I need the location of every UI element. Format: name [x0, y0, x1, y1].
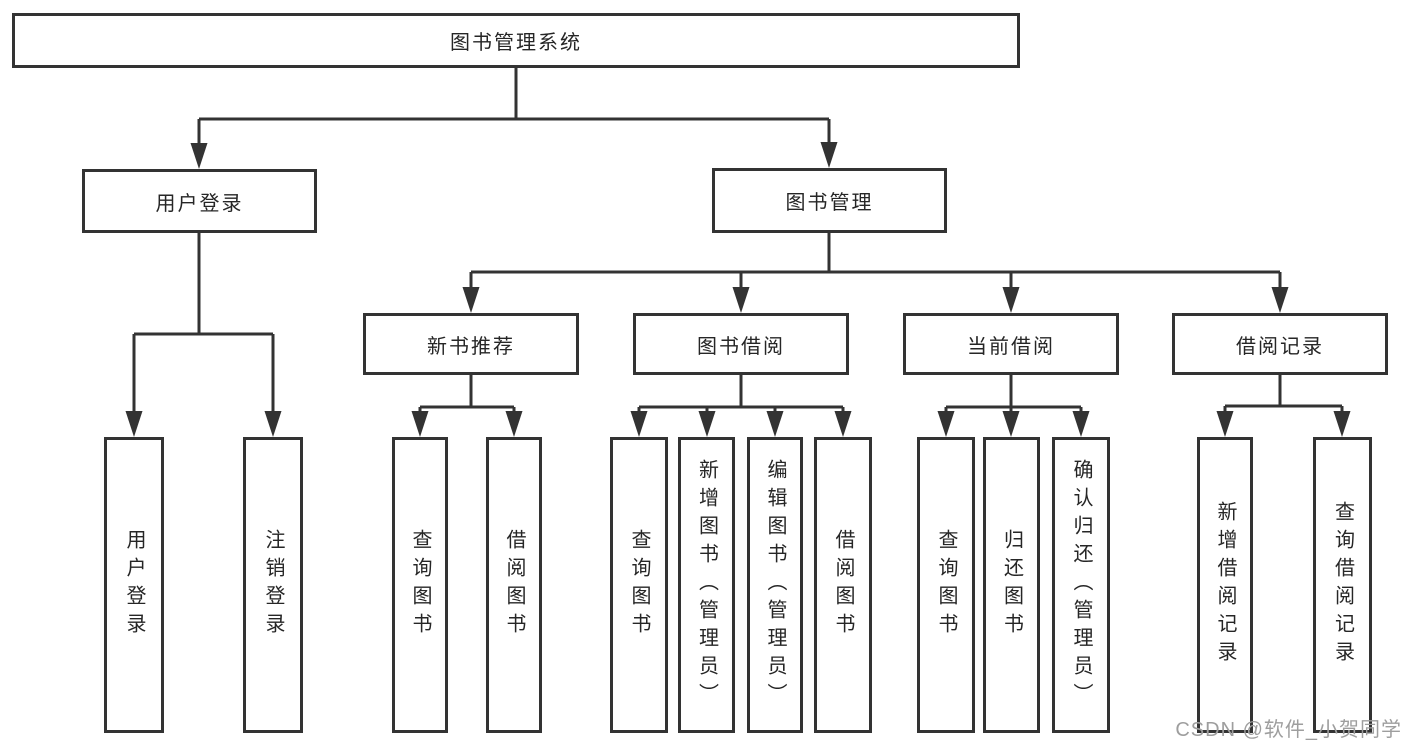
node-add-borrow-record: 新增借阅记录 — [1197, 437, 1253, 733]
node-label: 新增图书（管理员） — [695, 459, 718, 711]
node-label: 查询图书 — [409, 529, 431, 641]
node-borrowing-records: 借阅记录 — [1172, 313, 1388, 375]
arrowheads — [125, 142, 1351, 437]
node-query-borrow-record: 查询借阅记录 — [1313, 437, 1372, 733]
node-query-books-1: 查询图书 — [392, 437, 448, 733]
node-label: 归还图书 — [1000, 529, 1023, 641]
node-logout: 注销登录 — [243, 437, 303, 733]
node-query-books-3: 查询图书 — [917, 437, 975, 733]
node-label: 查询图书 — [935, 529, 957, 641]
node-label: 注销登录 — [262, 529, 284, 641]
node-edit-books-admin: 编辑图书（管理员） — [747, 437, 803, 733]
node-book-borrowing: 图书借阅 — [633, 313, 849, 375]
node-new-book-recommend: 新书推荐 — [363, 313, 579, 375]
node-current-borrowing: 当前借阅 — [903, 313, 1119, 375]
node-user-login-group: 用户登录 — [82, 169, 317, 233]
node-label: 用户登录 — [123, 529, 145, 641]
node-label: 查询图书 — [628, 529, 650, 641]
node-add-books-admin: 新增图书（管理员） — [678, 437, 735, 733]
node-label: 确认归还（管理员） — [1070, 459, 1092, 711]
node-label: 新增借阅记录 — [1214, 501, 1236, 669]
node-label: 查询借阅记录 — [1331, 501, 1354, 669]
csdn-watermark: CSDN @软件_小贺同学 — [1175, 719, 1402, 741]
node-confirm-return-admin: 确认归还（管理员） — [1052, 437, 1110, 733]
node-root-system: 图书管理系统 — [12, 13, 1020, 68]
node-user-login: 用户登录 — [104, 437, 164, 733]
node-book-management: 图书管理 — [712, 168, 947, 233]
node-label: 借阅图书 — [503, 529, 525, 641]
node-query-books-2: 查询图书 — [610, 437, 668, 733]
node-borrow-books-2: 借阅图书 — [814, 437, 872, 733]
node-label: 编辑图书（管理员） — [764, 459, 786, 711]
node-borrow-books-1: 借阅图书 — [486, 437, 542, 733]
node-label: 借阅图书 — [832, 529, 854, 641]
node-return-books: 归还图书 — [983, 437, 1040, 733]
